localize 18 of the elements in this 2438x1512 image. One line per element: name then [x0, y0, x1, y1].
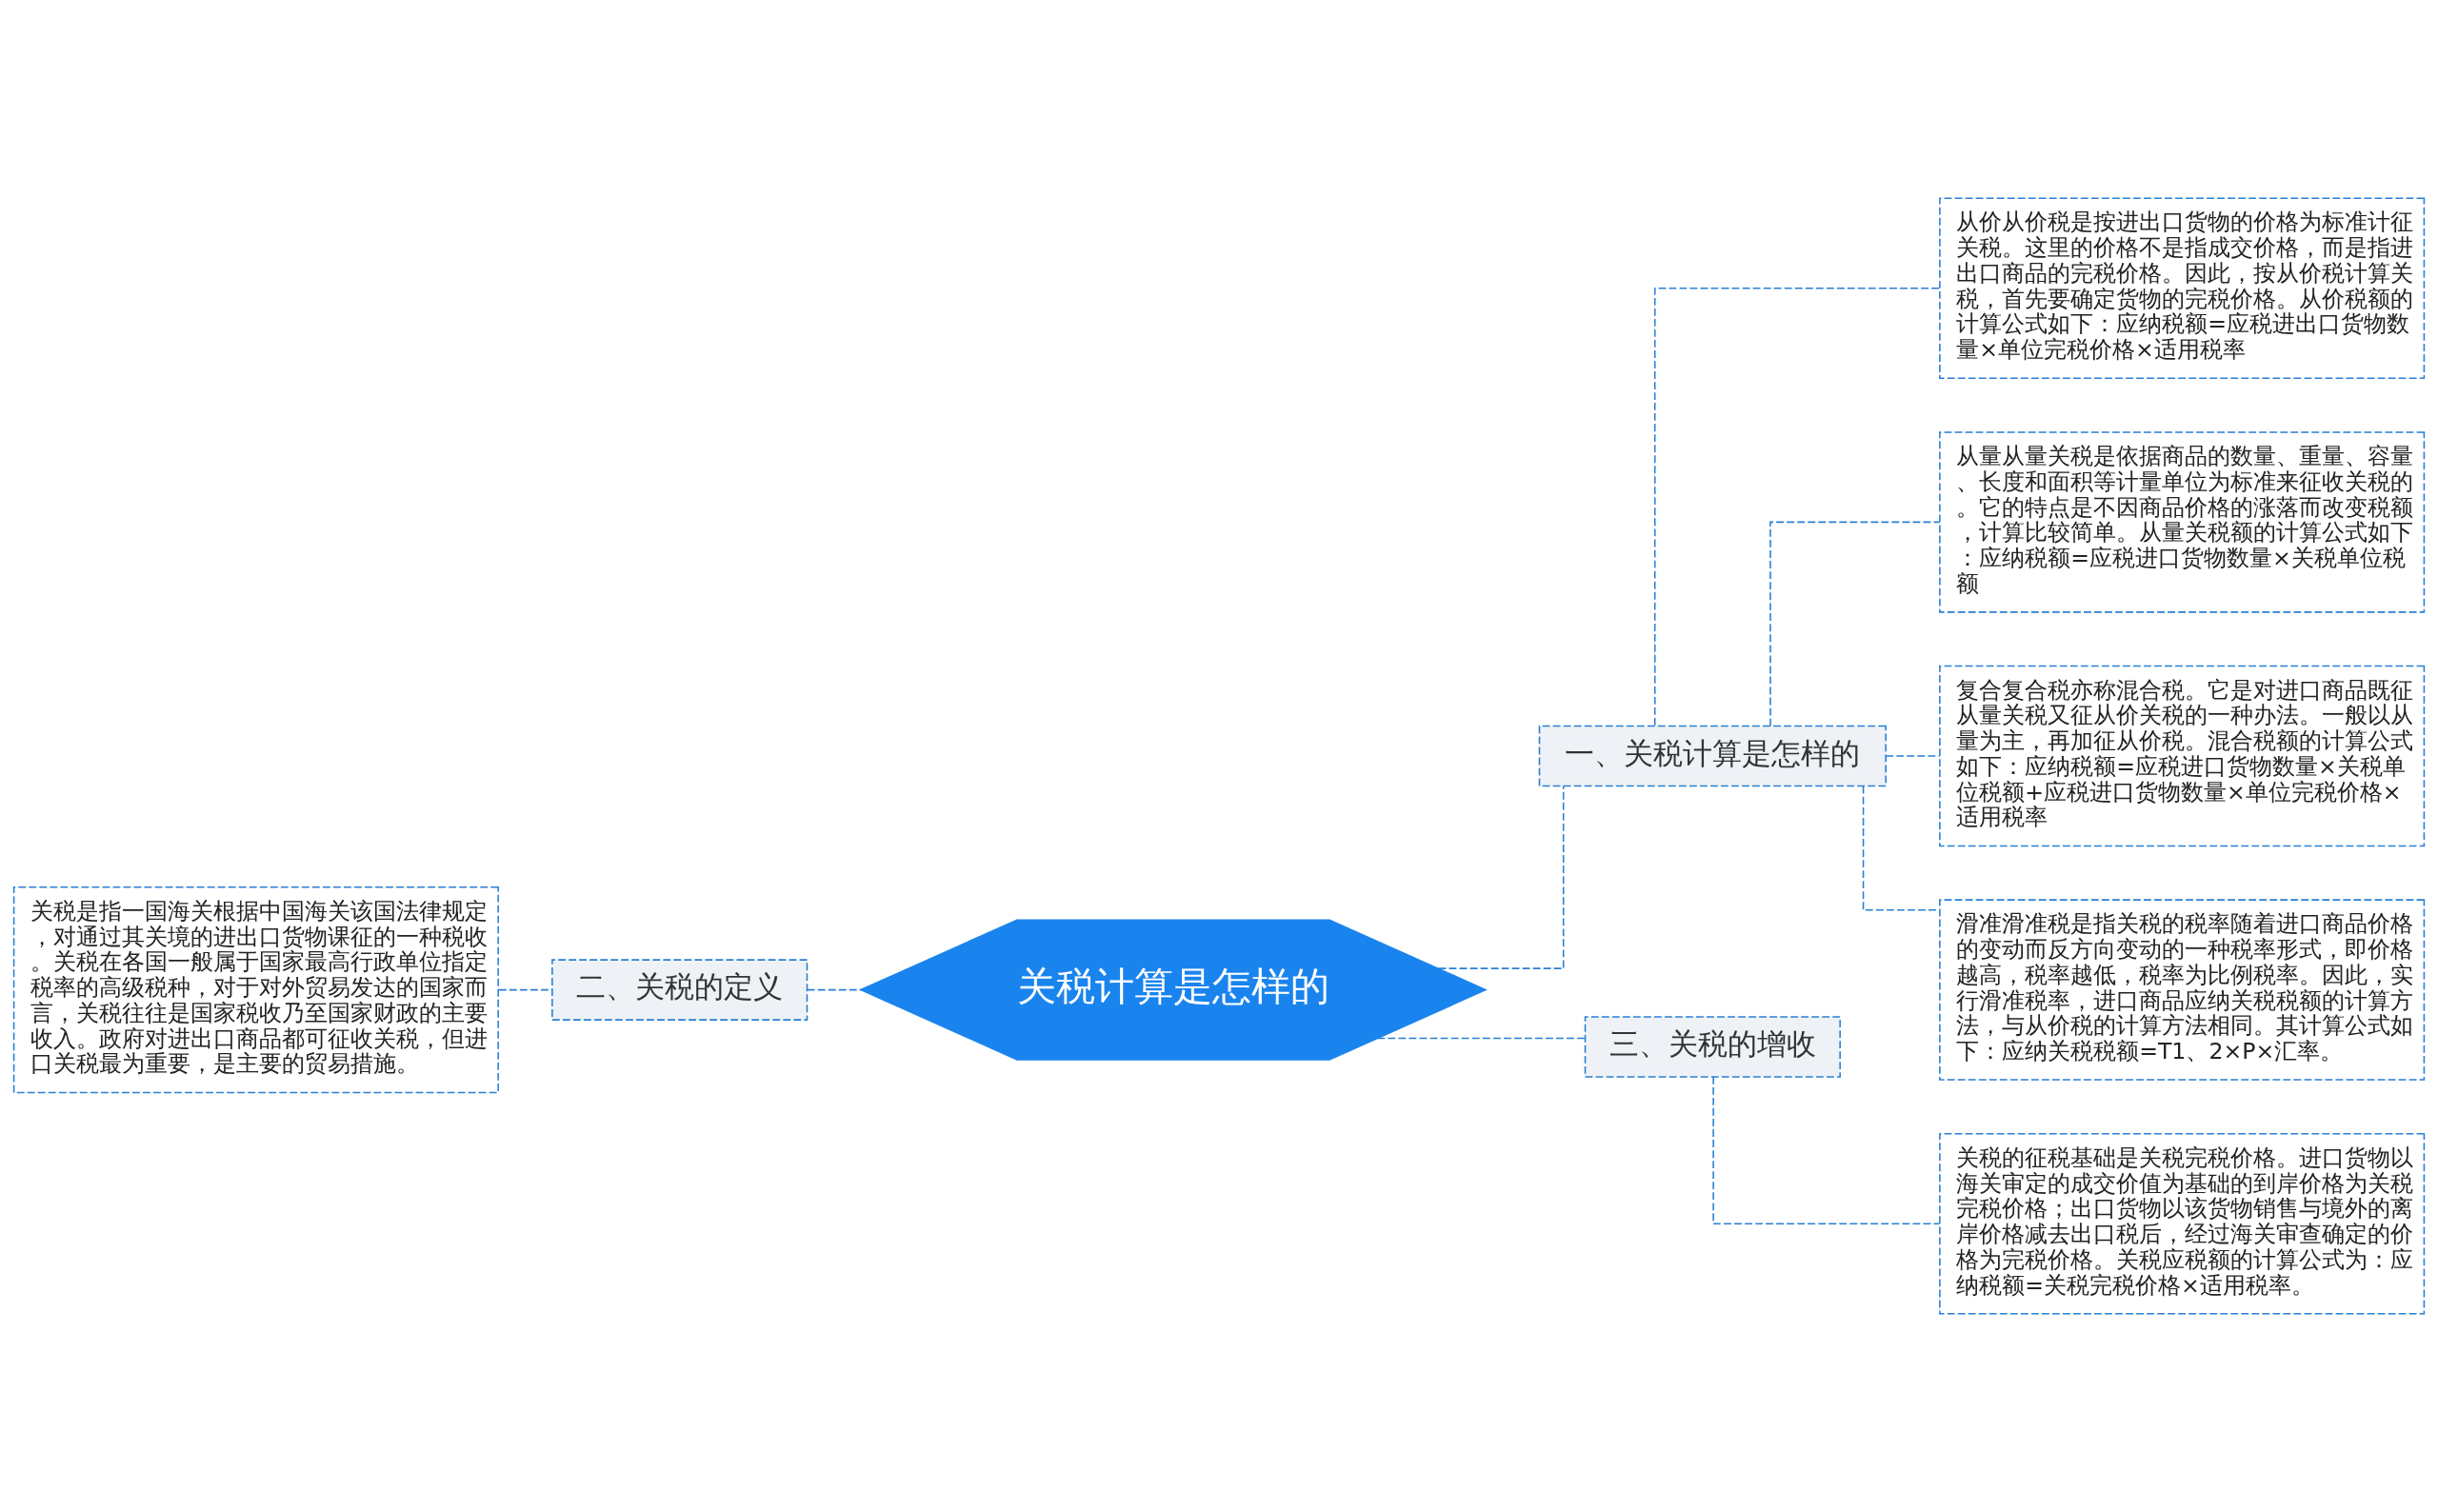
connector: [497, 988, 553, 991]
node-box: 一、关税计算是怎样的: [1538, 725, 1887, 787]
node-box: 从价从价税是按进出口货物的价格为标准计征关税。这里的价格不是指成交价格，而是指进出口商品的完税价格。因此，按从价税计算关税，首先要确定货物的完税价格。从价税额的计算公式如下：应纳税额=应税进出口货物数量×单位完税价格×适用税率: [1939, 197, 2426, 379]
node-box: 从量从量关税是依据商品的数量、重量、容量、长度和面积等计量单位为标准来征收关税的。它的特点是不因商品价格的涨落而改变税额，计算比较简单。从量关税额的计算公式如下：应纳税额=应税进口货物数量×关税单位税额: [1939, 431, 2426, 613]
node-box: 滑准滑准税是指关税的税率随着进口商品价格的变动而反方向变动的一种税率形式，即价格越高，税率越低，税率为比例税率。因此，实行滑准税率，进口商品应纳关税税额的计算方法，与从价税的计算方法相同。其计算公式如下：应纳关税税额=T1、2×P×汇率。: [1939, 899, 2426, 1081]
connector: [1653, 288, 1941, 726]
node-box: 关税是指一国海关根据中国海关该国法律规定，对通过其关境的进出口货物课征的一种税收。关税在各国一般属于国家最高行政单位指定税率的高级税种，对于对外贸易发达的国家而言，关税往往是国家税收乃至国家财政的主要收入。政府对进出口商品都可征收关税，但进口关税最为重要，是主要的贸易措施。: [12, 886, 499, 1094]
connector: [807, 988, 862, 991]
node-box: 复合复合税亦称混合税。它是对进口商品既征从量关税又征从价关税的一种办法。一般以从量为主，再加征从价税。混合税额的计算公式如下：应纳税额=应税进口货物数量×关税单位税额+应税进口货物数量×单位完税价格×适用税率: [1939, 665, 2426, 847]
connector: [1862, 786, 1941, 911]
connector: [1769, 521, 1941, 727]
node-box: 二、关税的定义: [551, 959, 809, 1021]
connector: [1885, 755, 1941, 757]
connector: [1437, 785, 1565, 969]
node-box: 三、关税的增收: [1584, 1016, 1841, 1078]
connector: [1376, 1037, 1586, 1040]
node-box: 关税的征税基础是关税完税价格。进口货物以海关审定的成交价值为基础的到岸价格为关税完税价格；出口货物以该货物销售与境外的离岸价格减去出口税后，经过海关审查确定的价格为完税价格。关税应税额的计算公式为：应纳税额=关税完税价格×适用税率。: [1939, 1133, 2426, 1315]
connector: [1712, 1076, 1941, 1224]
